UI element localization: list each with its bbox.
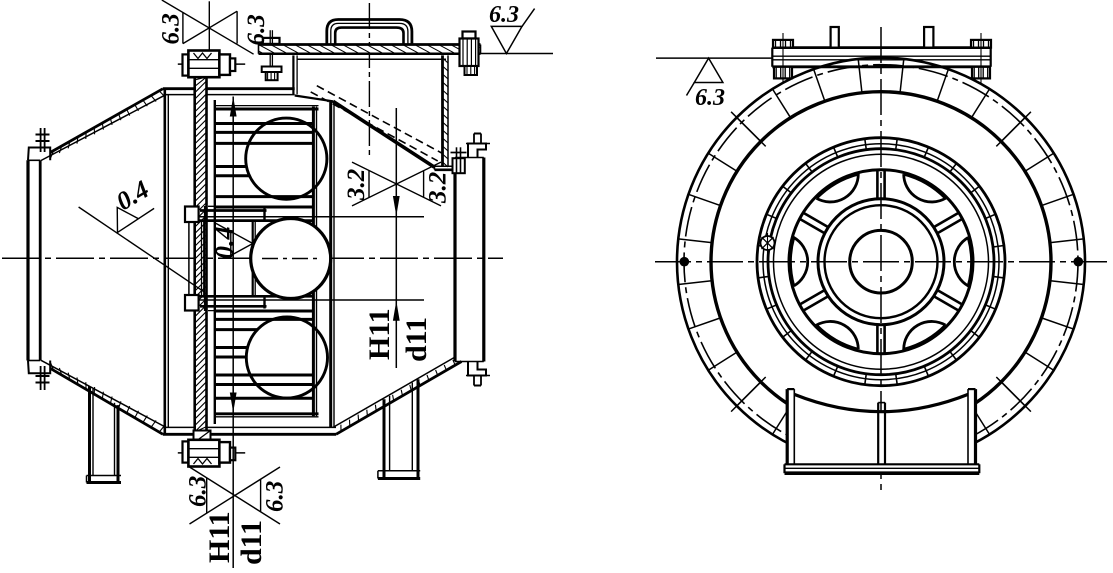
svg-text:6.3: 6.3	[185, 476, 212, 507]
svg-text:6.3: 6.3	[695, 85, 725, 111]
svg-text:3.2: 3.2	[343, 169, 370, 201]
svg-text:6.3: 6.3	[489, 2, 519, 28]
svg-text:6.3: 6.3	[262, 481, 289, 512]
svg-text:6.3: 6.3	[243, 14, 270, 45]
svg-text:d11: d11	[235, 520, 268, 565]
svg-text:H11: H11	[363, 308, 396, 360]
svg-text:d11: d11	[400, 317, 433, 362]
svg-text:3.2: 3.2	[425, 172, 452, 204]
svg-text:H11: H11	[203, 511, 236, 563]
svg-text:6.3: 6.3	[157, 13, 184, 44]
svg-text:0.4: 0.4	[210, 227, 239, 260]
